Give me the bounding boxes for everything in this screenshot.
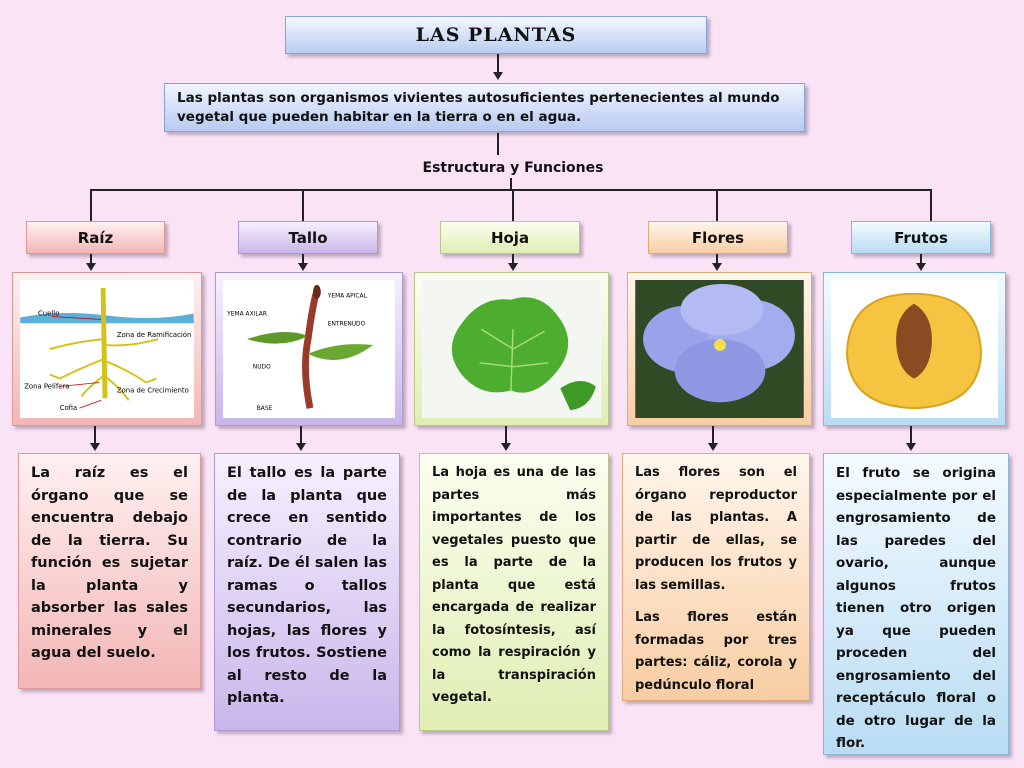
root-image: Cuello Zona de Ramificación Zona Pelífer… xyxy=(12,272,202,426)
arrow xyxy=(493,72,503,80)
connector xyxy=(505,426,507,444)
connector xyxy=(716,189,718,221)
description-text: Las flores están formadas por tres parte… xyxy=(635,610,797,693)
connector xyxy=(716,254,718,264)
stem-image: YEMA AXILAR YEMA APICAL ENTRENUDO NUDO B… xyxy=(215,272,403,426)
arrow xyxy=(296,443,306,451)
connector xyxy=(510,178,512,190)
label-yema-axilar: YEMA AXILAR xyxy=(226,311,267,317)
root-diagram: Cuello Zona de Ramificación Zona Pelífer… xyxy=(20,280,194,418)
category-hoja: Hoja xyxy=(440,221,580,254)
connector xyxy=(930,189,932,221)
connector xyxy=(512,254,514,264)
page-title: LAS PLANTAS xyxy=(285,16,707,54)
description-frutos: El fruto se origina especialmente por el… xyxy=(823,453,1009,755)
arrow xyxy=(508,263,518,271)
description-text: El fruto se origina especialmente por el… xyxy=(836,465,996,751)
leaf-image xyxy=(414,272,609,426)
connector xyxy=(910,426,912,444)
fruit-image xyxy=(823,272,1006,426)
flower-image xyxy=(627,272,812,426)
label-zona-pelifera: Zona Pelífera xyxy=(24,382,69,390)
description-raiz: La raíz es el órgano que se encuentra de… xyxy=(18,453,201,689)
connector xyxy=(497,54,499,74)
connector xyxy=(512,189,514,221)
arrow xyxy=(712,263,722,271)
description-hoja: La hoja es una de las partes más importa… xyxy=(419,453,609,731)
category-tallo: Tallo xyxy=(238,221,378,254)
description-text: El tallo es la parte de la planta que cr… xyxy=(227,465,387,706)
subtitle: Estructura y Funciones xyxy=(422,160,604,176)
label-entrenudo: ENTRENUDO xyxy=(328,321,366,327)
fruit-diagram xyxy=(831,280,998,418)
category-flores: Flores xyxy=(648,221,788,254)
description-text: La raíz es el órgano que se encuentra de… xyxy=(31,465,188,661)
arrow xyxy=(708,443,718,451)
connector xyxy=(94,426,96,444)
description-text: La hoja es una de las partes más importa… xyxy=(432,465,596,705)
connector xyxy=(90,189,92,221)
connector xyxy=(90,189,932,191)
label-nudo: NUDO xyxy=(253,365,271,371)
connector xyxy=(302,254,304,264)
label-cofia: Cofia xyxy=(60,404,78,412)
intro-text: Las plantas son organismos vivientes aut… xyxy=(164,83,805,132)
connector xyxy=(300,426,302,444)
label-zona-ramificacion: Zona de Ramificación xyxy=(117,331,191,339)
arrow xyxy=(86,263,96,271)
label-base: BASE xyxy=(257,406,273,412)
category-frutos: Frutos xyxy=(851,221,991,254)
description-tallo: El tallo es la parte de la planta que cr… xyxy=(214,453,400,731)
connector xyxy=(920,254,922,264)
arrow xyxy=(298,263,308,271)
connector xyxy=(90,254,92,264)
connector xyxy=(712,426,714,444)
arrow xyxy=(501,443,511,451)
label-yema-apical: YEMA APICAL xyxy=(327,294,368,300)
arrow xyxy=(906,443,916,451)
flower-picture xyxy=(635,280,804,418)
arrow xyxy=(916,263,926,271)
connector xyxy=(497,133,499,155)
leaf-picture xyxy=(422,280,601,418)
label-zona-crecimiento: Zona de Crecimiento xyxy=(117,386,189,394)
arrow xyxy=(90,443,100,451)
label-cuello: Cuello xyxy=(38,309,59,317)
description-flores: Las flores son el órgano reproductor de … xyxy=(622,453,810,701)
category-raiz: Raíz xyxy=(26,221,165,254)
connector xyxy=(302,189,304,221)
stem-diagram: YEMA AXILAR YEMA APICAL ENTRENUDO NUDO B… xyxy=(223,280,395,418)
description-text: Las flores son el órgano reproductor de … xyxy=(635,465,797,593)
